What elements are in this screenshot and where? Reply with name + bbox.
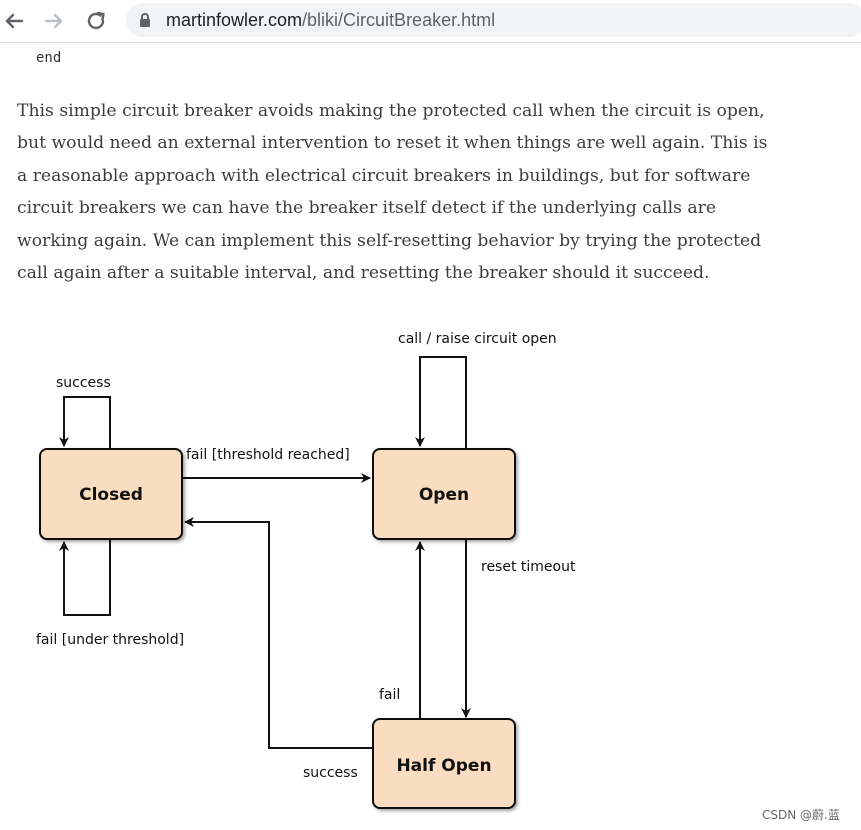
watermark: CSDN @蔚.蓝 bbox=[762, 808, 840, 822]
open-self-loop bbox=[415, 356, 467, 449]
url-path: /bliki/CircuitBreaker.html bbox=[302, 10, 496, 30]
closed-success-label: success bbox=[56, 375, 111, 391]
open-to-half-label: reset timeout bbox=[481, 559, 576, 575]
back-arrow-icon[interactable] bbox=[0, 7, 28, 35]
state-half-open-label: Half Open bbox=[396, 756, 491, 776]
closed-fail-label: fail [under threshold] bbox=[36, 632, 184, 648]
paragraph-line: but would need an external intervention … bbox=[17, 133, 768, 154]
state-diagram: success fail [under threshold] fail [thr… bbox=[36, 331, 576, 809]
state-open: Open bbox=[372, 448, 516, 540]
forward-arrow-icon[interactable] bbox=[40, 7, 68, 35]
open-self-label: call / raise circuit open bbox=[398, 331, 557, 347]
url-host: martinfowler.com bbox=[166, 10, 303, 30]
code-snippet-tail: end bbox=[36, 50, 62, 66]
state-closed: Closed bbox=[39, 448, 183, 540]
closed-to-open-label: fail [threshold reached] bbox=[186, 447, 350, 463]
address-bar[interactable]: martinfowler.com/bliki/CircuitBreaker.ht… bbox=[126, 3, 861, 37]
lock-icon[interactable] bbox=[138, 12, 152, 33]
url-text[interactable]: martinfowler.com/bliki/CircuitBreaker.ht… bbox=[166, 10, 495, 30]
browser-toolbar: martinfowler.com/bliki/CircuitBreaker.ht… bbox=[0, 0, 861, 43]
state-open-label: Open bbox=[419, 485, 469, 505]
state-closed-label: Closed bbox=[79, 485, 143, 505]
paragraph-line: This simple circuit breaker avoids makin… bbox=[17, 101, 765, 121]
half-to-open-label: fail bbox=[379, 687, 400, 703]
reload-icon[interactable] bbox=[82, 7, 110, 35]
state-half-open: Half Open bbox=[372, 718, 516, 809]
paragraph-line: call again after a suitable interval, an… bbox=[17, 263, 710, 284]
paragraph-line: working again. We can implement this sel… bbox=[17, 230, 762, 251]
paragraph-line: a reasonable approach with electrical ci… bbox=[17, 165, 751, 186]
half-to-closed-arrow bbox=[184, 517, 373, 749]
article-paragraph: This simple circuit breaker avoids makin… bbox=[17, 95, 847, 289]
closed-fail-loop bbox=[59, 539, 111, 616]
half-to-closed-label: success bbox=[303, 765, 358, 781]
paragraph-line: circuit breakers we can have the breaker… bbox=[17, 198, 717, 219]
closed-success-loop bbox=[59, 396, 111, 449]
